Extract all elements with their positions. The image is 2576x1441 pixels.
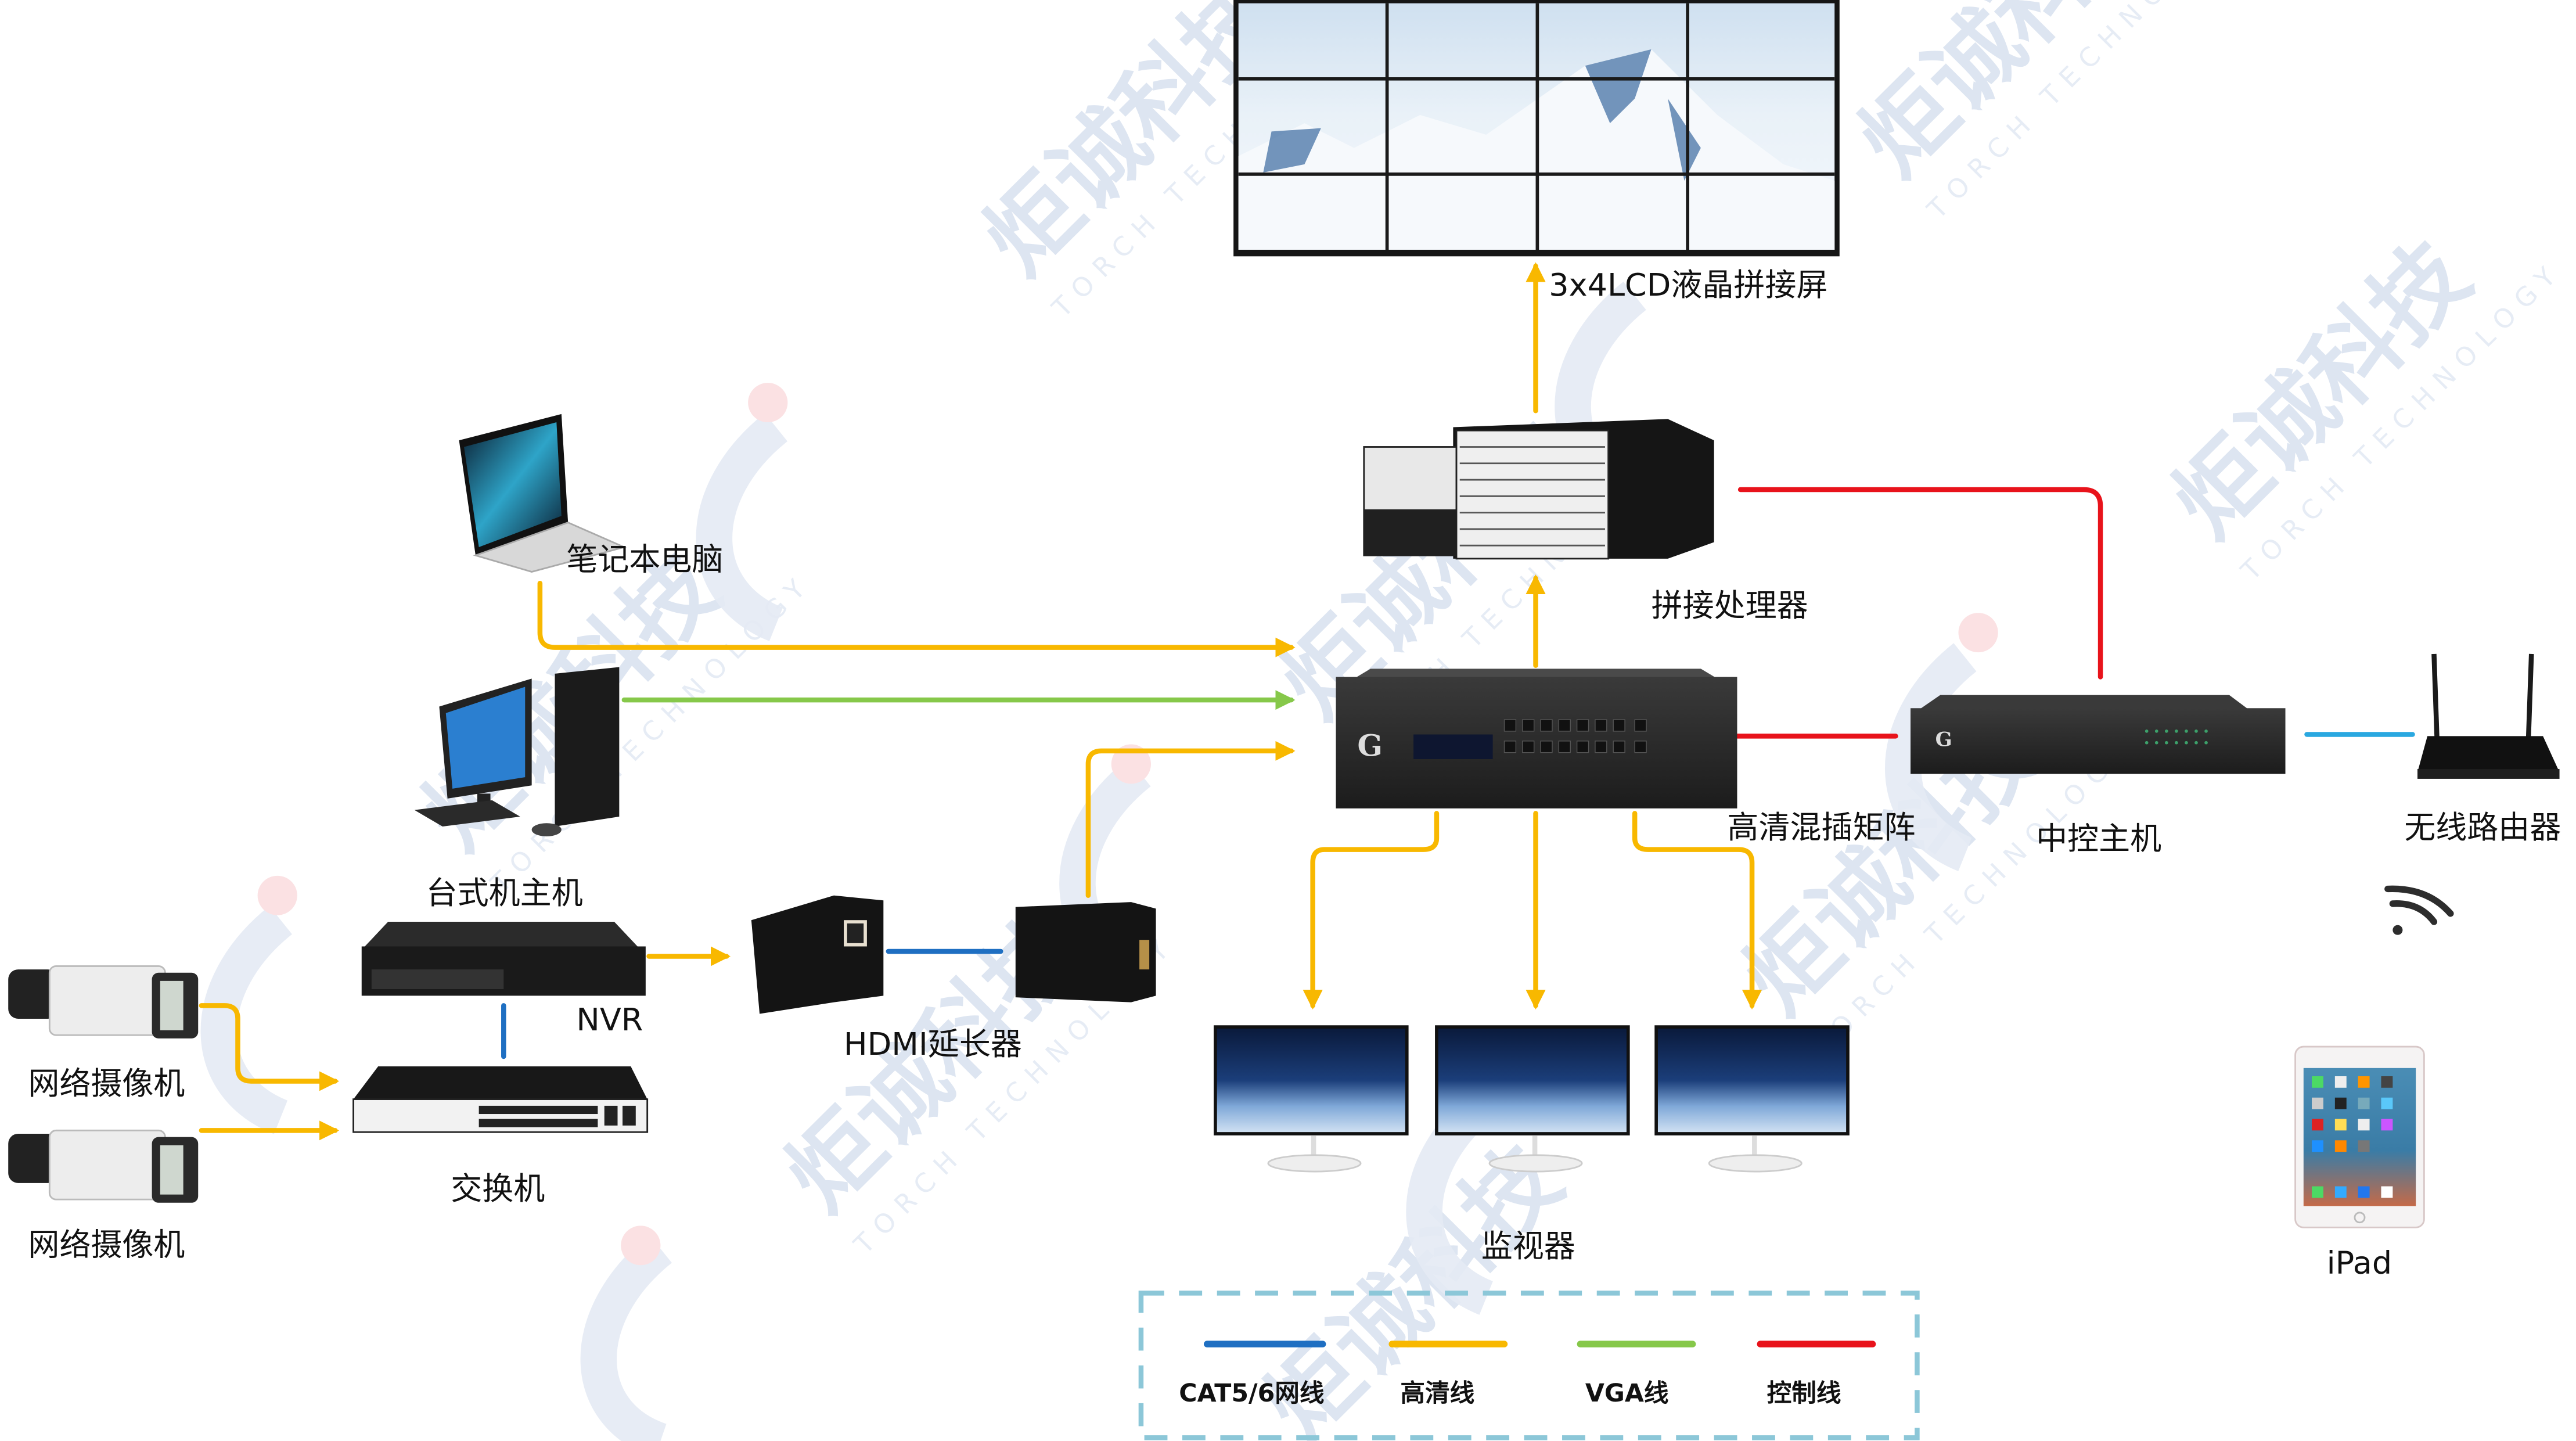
watermark-dot-icon [1958, 613, 1998, 653]
watermark-dot-icon [748, 383, 788, 423]
hd-matrix: G [1336, 669, 1737, 808]
line-camera1-switch [199, 1003, 340, 1091]
hdmi-extender-tx [751, 895, 884, 1014]
switch-label: 交换机 [451, 1170, 545, 1207]
brand-logo-icon: G [1357, 728, 1383, 763]
watermark-dot-icon [621, 1226, 661, 1266]
central-control-label: 中控主机 [2036, 821, 2161, 857]
camera-2 [8, 1129, 199, 1203]
camera-1-label: 网络摄像机 [28, 1065, 185, 1102]
network-switch [352, 1066, 649, 1133]
nvr [361, 922, 646, 996]
wireless-router [2417, 653, 2560, 779]
laptop-label: 笔记本电脑 [566, 541, 723, 578]
watermark-logo-icon [200, 905, 293, 1134]
connections [199, 262, 2415, 1141]
line-matrix-monitor3 [1632, 811, 1762, 1010]
hd-matrix-label: 高清混插矩阵 [1727, 809, 1915, 846]
lcd-display [1413, 734, 1493, 759]
watermark-dot-icon [257, 875, 297, 915]
desktop-label: 台式机主机 [426, 875, 583, 911]
ipad-label: iPad [2327, 1245, 2392, 1281]
brand-logo-icon: G [1935, 728, 1952, 751]
watermark-logo-icon [1885, 643, 1977, 871]
legend-label-control: 控制线 [1767, 1379, 1841, 1408]
line-control-processor [1737, 487, 2103, 680]
video-wall [1233, 0, 1840, 257]
line-laptop-matrix [537, 581, 1296, 657]
legend-border [1138, 1291, 1920, 1440]
watermark-logo-icon [580, 1234, 672, 1441]
monitor-2 [1435, 1025, 1630, 1173]
legend-label-vga: VGA线 [1585, 1379, 1669, 1408]
splice-processor-label: 拼接处理器 [1652, 587, 1808, 624]
line-extender-matrix [1085, 741, 1296, 899]
watermark-dot-icon [1111, 744, 1151, 784]
wireless-router-label: 无线路由器 [2404, 809, 2561, 846]
legend-label-cat5: CAT5/6网线 [1179, 1379, 1324, 1408]
wifi-icon [2384, 885, 2454, 935]
hdmi-extender-rx [1015, 902, 1156, 1002]
video-wall-grid [1238, 3, 1835, 250]
camera-1 [8, 965, 199, 1038]
monitor-1 [1214, 1025, 1409, 1173]
laptop [459, 414, 627, 573]
app-icons [2312, 1076, 2393, 1198]
legend: CAT5/6网线 高清线 VGA线 控制线 [1138, 1291, 1920, 1440]
monitor-3 [1654, 1025, 1850, 1173]
status-leds [2145, 730, 2208, 745]
matrix-buttons [1503, 719, 1647, 753]
video-wall-label: 3x4LCD液晶拼接屏 [1549, 267, 1827, 303]
watermark-logo-icon [696, 413, 788, 641]
legend-label-hd: 高清线 [1400, 1379, 1474, 1408]
monitors-label: 监视器 [1481, 1228, 1575, 1264]
nvr-label: NVR [576, 1001, 643, 1038]
splice-processor [1363, 419, 1714, 560]
camera-2-label: 网络摄像机 [28, 1226, 185, 1263]
line-matrix-monitor1 [1303, 811, 1440, 1010]
desktop [414, 667, 620, 836]
hdmi-extender-label: HDMI延长器 [844, 1026, 1022, 1062]
central-control: G [1911, 695, 2286, 774]
ipad [2294, 1045, 2425, 1228]
